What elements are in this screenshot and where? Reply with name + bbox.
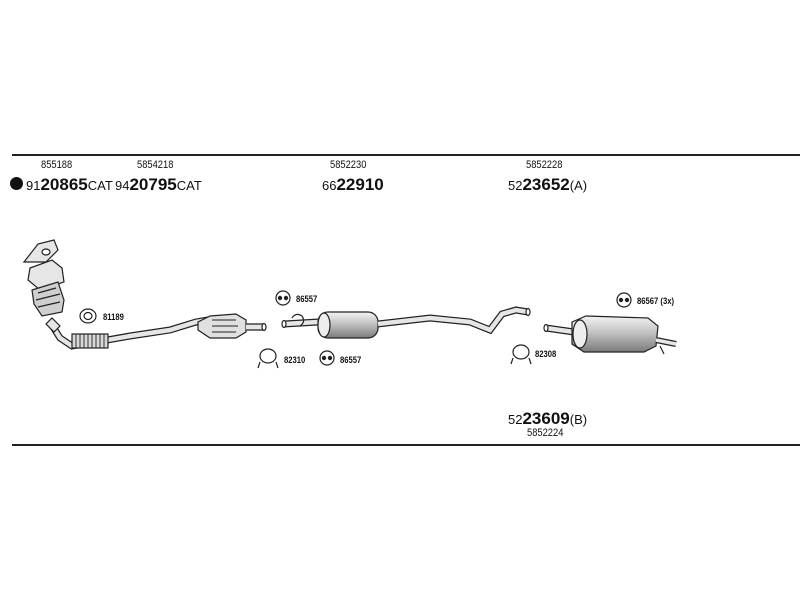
clamp-mid-label: 82310: [284, 355, 306, 365]
manifold-catalyst[interactable]: [22, 239, 65, 317]
rear-silencer-b-part-number[interactable]: 5223609(B): [508, 409, 588, 428]
hanger-icon-mid-bottom[interactable]: [319, 350, 335, 366]
rear-silencer-a-part-number[interactable]: 5223652(A): [508, 175, 588, 194]
hanger-icon-rear[interactable]: [616, 292, 632, 308]
front-pipe-ref: 855188: [41, 159, 73, 171]
front-pipe[interactable]: [45, 316, 209, 350]
rear-silencer[interactable]: [543, 315, 677, 355]
catalyst-part-number[interactable]: 9420795CAT: [115, 175, 202, 194]
clamp-rear-label: 82308: [535, 349, 557, 359]
catalyst-ref: 5854218: [137, 159, 174, 171]
middle-silencer-part-number[interactable]: 6622910: [322, 175, 384, 194]
catalytic-converter[interactable]: [197, 313, 267, 339]
rear-silencer-ref: 5852228: [526, 159, 563, 171]
hanger-mid-bottom-label: 86557: [340, 355, 362, 365]
clip-icon: [291, 313, 305, 327]
front-pipe-part-number[interactable]: 9120865CAT: [26, 175, 113, 194]
top-divider: [12, 154, 800, 156]
rear-silencer-b-ref: 5852224: [527, 427, 564, 439]
bullet-marker-icon: [10, 177, 23, 190]
middle-silencer-ref: 5852230: [330, 159, 367, 171]
hanger-rear-label: 86567 (3x): [637, 296, 675, 306]
gasket-icon[interactable]: [79, 308, 97, 324]
clamp-icon-rear[interactable]: [510, 344, 532, 365]
clamp-icon-mid[interactable]: [257, 348, 279, 369]
middle-silencer[interactable]: [281, 306, 531, 339]
hanger-icon-mid-top[interactable]: [275, 290, 291, 306]
bottom-divider: [12, 444, 800, 446]
gasket-label: 81189: [103, 312, 124, 322]
hanger-mid-top-label: 86557: [296, 294, 318, 304]
